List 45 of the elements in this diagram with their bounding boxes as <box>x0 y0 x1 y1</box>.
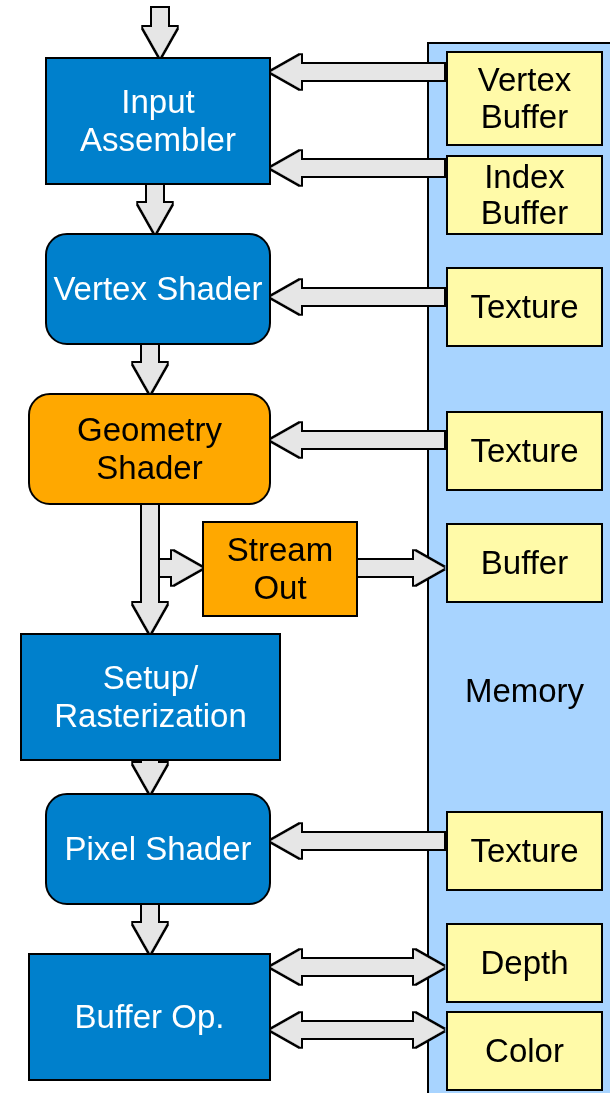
box-label: Texture <box>470 288 579 326</box>
block-arrow <box>271 280 444 314</box>
memory-panel <box>427 42 610 1093</box>
box-label: Depth <box>480 944 569 982</box>
box-label: Vertex Buffer <box>476 62 573 135</box>
box-label: Vertex Shader <box>53 270 263 308</box>
memory-resource-box <box>446 411 603 491</box>
rounded-process-box <box>45 793 271 905</box>
box-label: Color <box>485 1032 564 1070</box>
double-block-arrow <box>271 950 444 984</box>
block-arrow <box>271 423 444 457</box>
box-label: Input Assembler <box>79 83 237 159</box>
box-label: Index Buffer <box>479 158 570 232</box>
rounded-process-box <box>28 393 271 505</box>
memory-resource-box <box>446 267 603 347</box>
box-label: Geometry Shader <box>76 411 223 487</box>
block-arrow <box>271 151 444 185</box>
block-arrow <box>133 905 167 953</box>
memory-resource-box <box>446 523 603 603</box>
double-block-arrow <box>271 1013 444 1047</box>
process-box <box>28 953 271 1081</box>
box-label: Pixel Shader <box>64 830 252 868</box>
memory-resource-box <box>446 1011 603 1091</box>
memory-resource-box <box>446 155 603 235</box>
rounded-process-box <box>45 233 271 345</box>
box-label: Buffer <box>480 544 569 582</box>
box-label: Stream Out <box>225 531 335 607</box>
process-box <box>45 57 271 185</box>
block-arrow <box>133 345 167 393</box>
box-label: Setup/ Rasterization <box>53 659 248 735</box>
process-box <box>20 633 281 761</box>
memory-resource-box <box>446 811 603 891</box>
block-arrow <box>271 55 444 89</box>
memory-resource-box <box>446 51 603 146</box>
panel-label: Memory <box>463 672 586 710</box>
box-label: Texture <box>470 432 579 470</box>
process-box <box>202 521 358 617</box>
box-label: Buffer Op. <box>74 998 225 1036</box>
block-arrow <box>143 8 177 57</box>
block-arrow <box>271 824 444 858</box>
block-arrow <box>133 761 167 793</box>
memory-resource-box <box>446 923 603 1003</box>
block-arrow <box>358 551 444 585</box>
box-label: Texture <box>470 832 579 870</box>
block-arrow <box>138 185 172 233</box>
